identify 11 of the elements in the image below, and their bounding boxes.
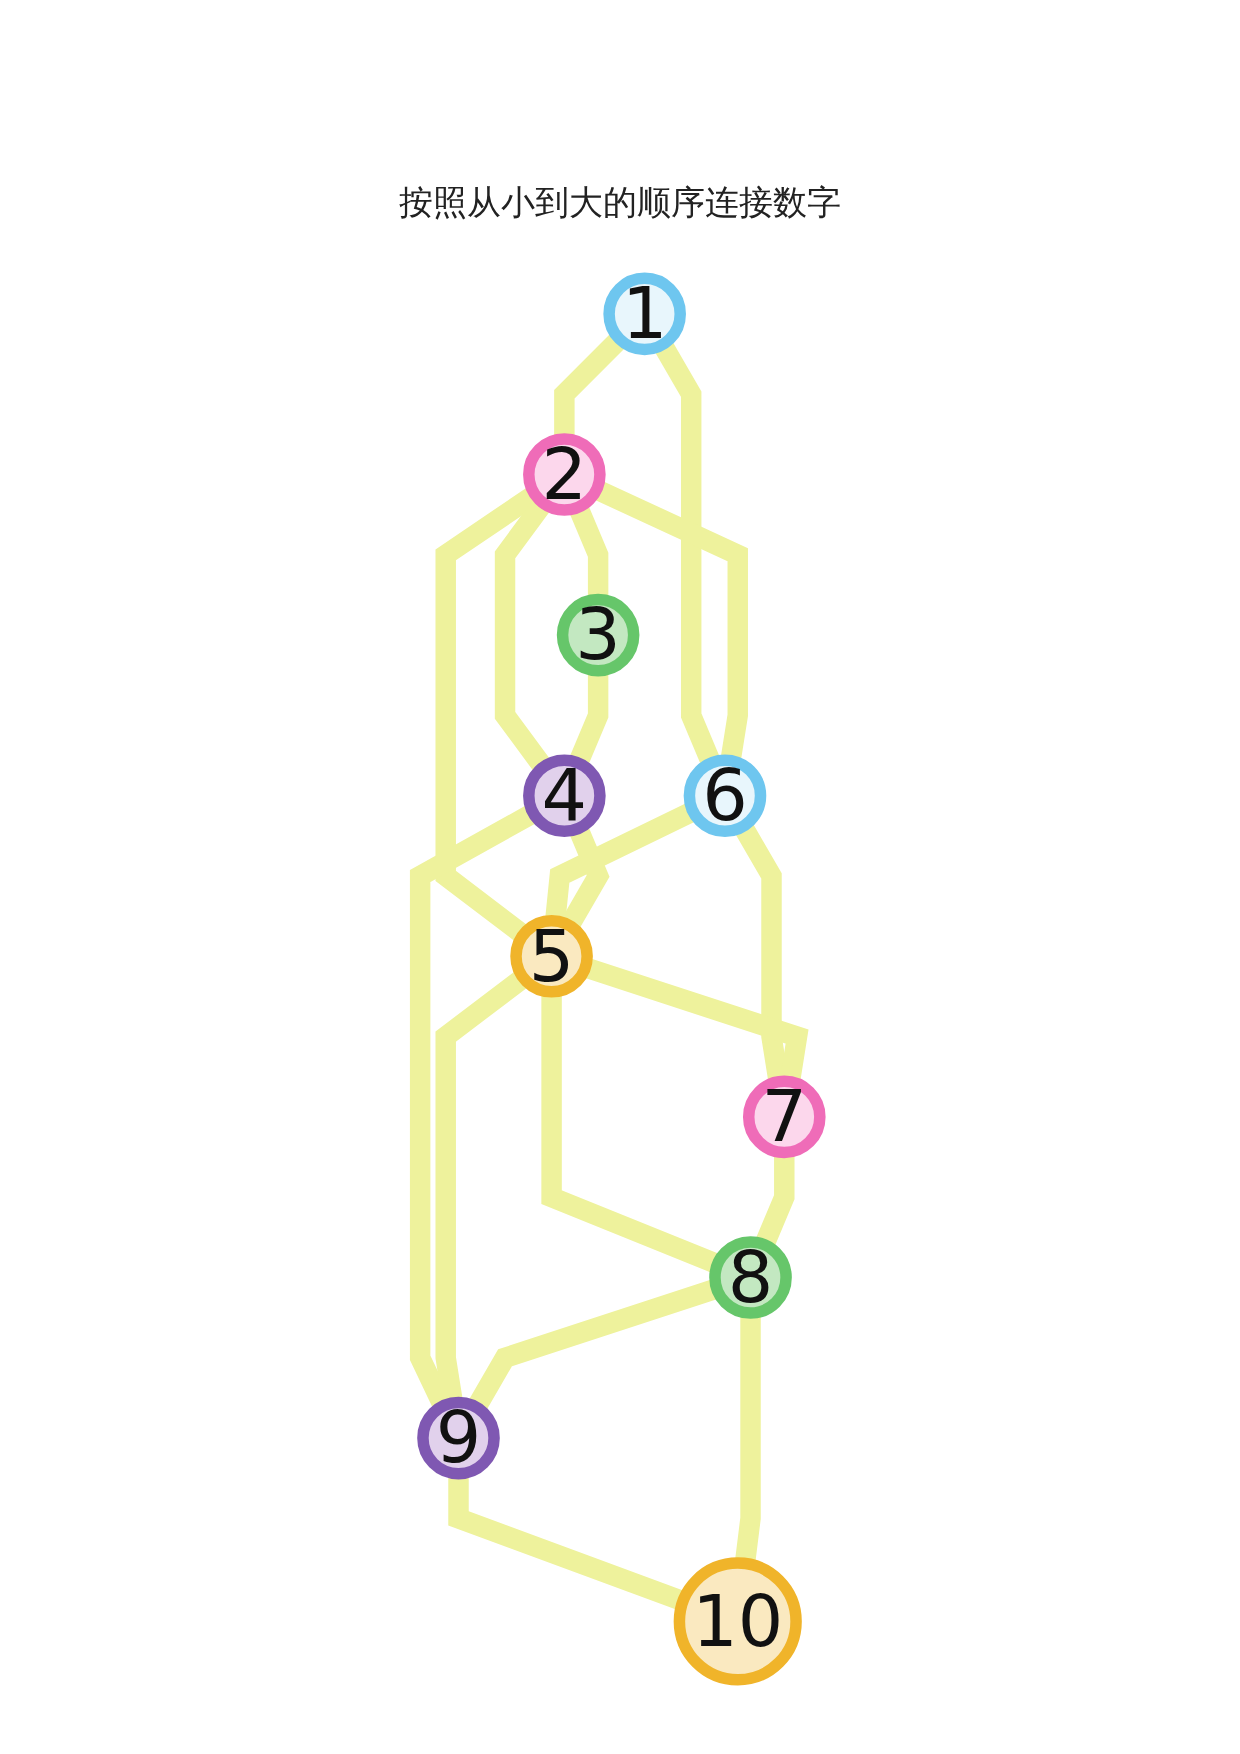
node-circle: 6 xyxy=(683,754,767,837)
node-circle: 5 xyxy=(510,915,593,998)
node-circle: 2 xyxy=(523,433,606,516)
node-circle: 8 xyxy=(709,1236,792,1319)
node-circle: 4 xyxy=(523,754,606,837)
node-circle: 1 xyxy=(603,272,686,356)
node-circle: 3 xyxy=(556,593,640,677)
node-circle: 10 xyxy=(673,1557,802,1686)
node-circle: 9 xyxy=(417,1396,500,1480)
title: 按照从小到大的顺序连接数字 xyxy=(398,181,842,224)
node-circle: 7 xyxy=(742,1075,826,1159)
